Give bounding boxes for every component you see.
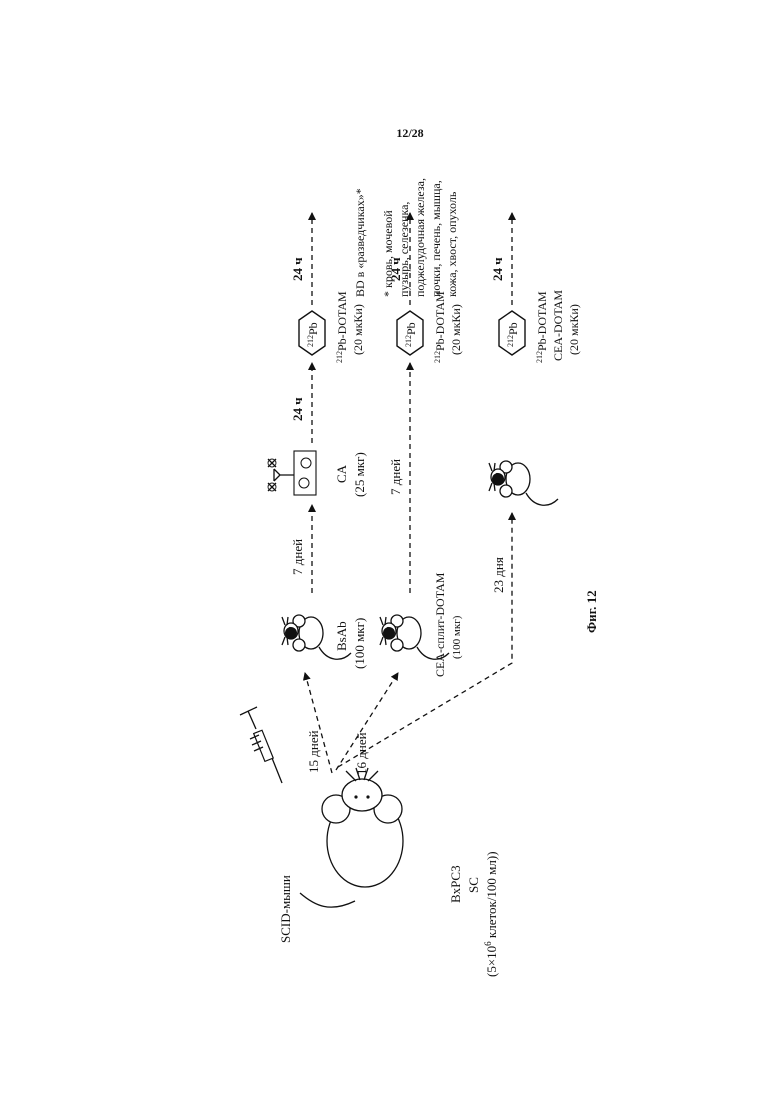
biodistribution-notes: BD в «разведчиках»* * кровь, мочевой пуз…	[353, 178, 459, 297]
figure-caption: Фиг. 12	[584, 590, 599, 633]
group3-pb-amount: (20 мкКи)	[567, 304, 581, 355]
note-line-5: кожа, хвост, опухоль	[445, 191, 459, 297]
ca-amount: (25 мкг)	[352, 452, 367, 497]
group2-pb-agent: 212Pb-DOTAM	[433, 291, 447, 363]
tumor-icon-group3	[492, 473, 504, 485]
group1-pb-amount: (20 мкКи)	[351, 304, 365, 355]
group3: 212Pb 212Pb-DOTAM CEA-DOTAM (20 мкКи) 24…	[489, 213, 581, 505]
note-line-2: пузырь, селезенка,	[397, 202, 411, 297]
group2-pb-amount: (20 мкКи)	[449, 304, 463, 355]
arrow-label-24h-d: 24 ч	[490, 257, 505, 281]
start-title: SCID-мыши	[278, 875, 293, 943]
arrow-label-23-days: 23 дня	[491, 557, 506, 593]
big-mouse-icon	[300, 768, 403, 907]
arrow-label-15-days: 15 дней	[306, 730, 321, 773]
group3-pb-agent: 212Pb-DOTAM	[535, 291, 549, 363]
group2-agent: CEA-сплит-DOTAM	[433, 572, 447, 677]
group3-pb-agent2: CEA-DOTAM	[551, 290, 565, 361]
cell-line-label: BxPC3	[448, 865, 463, 903]
group1-amount: (100 мкг)	[352, 618, 367, 669]
note-bd: BD в «разведчиках»*	[353, 188, 367, 297]
route-label: SC	[466, 877, 481, 893]
note-line-1: * кровь, мочевой	[381, 210, 395, 297]
cell-dose-label: (5×106 клеток/100 мл))	[483, 851, 499, 977]
syringe-icon	[240, 707, 282, 783]
group1-pb-agent: 212Pb-DOTAM	[335, 291, 349, 363]
arrow-label-24h-a: 24 ч	[290, 397, 305, 421]
tumor-icon-group1	[285, 627, 297, 639]
arrow-label-24h-b: 24 ч	[290, 257, 305, 281]
note-line-4: почки, печень, мышца,	[429, 180, 443, 297]
arrow-label-7-days-b: 7 дней	[388, 459, 403, 495]
arrow-label-7-days-a: 7 дней	[290, 539, 305, 575]
ca-label: CA	[334, 464, 349, 483]
clearing-agent-icon	[268, 451, 316, 495]
group2-amount: (100 мкг)	[451, 615, 463, 659]
note-line-3: поджелудочная железа,	[413, 178, 427, 297]
arrow-label-16-days: 16 дней	[354, 732, 369, 775]
tumor-icon-group2	[383, 627, 395, 639]
group1-agent: BsAb	[334, 621, 349, 651]
